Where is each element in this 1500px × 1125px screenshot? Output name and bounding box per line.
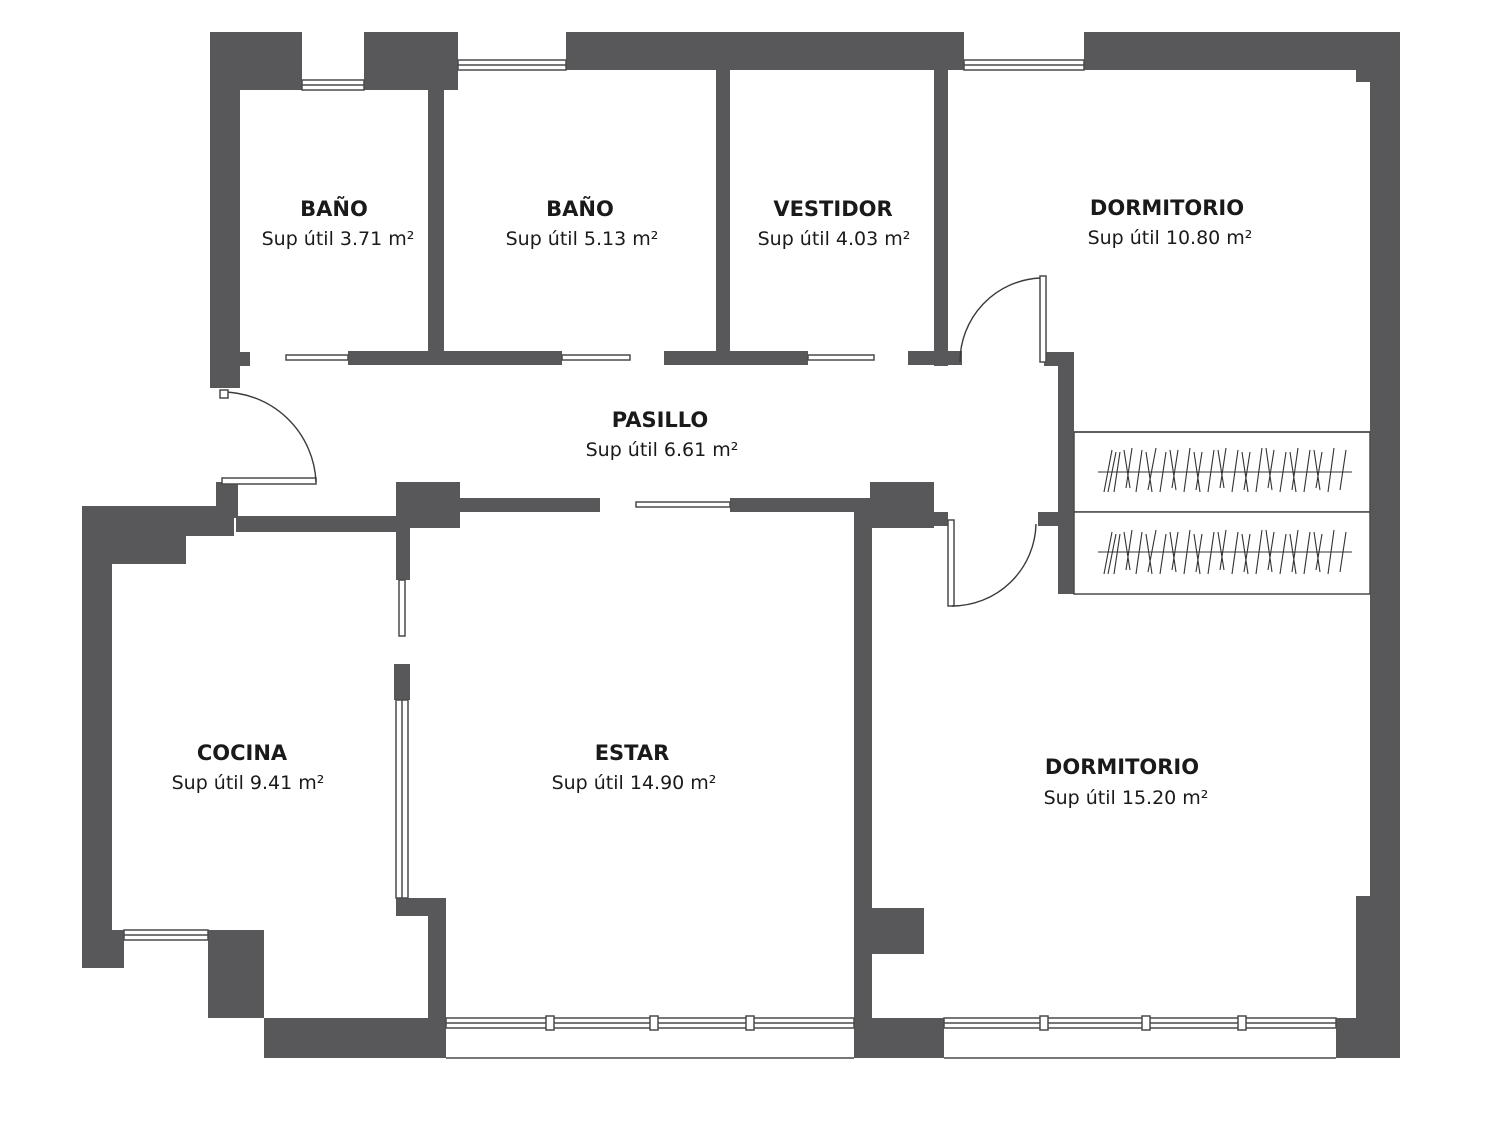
- room-name-vestidor: VESTIDOR: [773, 197, 892, 221]
- room-area-dormitorio-2: Sup útil 15.20 m²: [1044, 787, 1209, 809]
- wardrobe: [1073, 431, 1371, 595]
- room-area-dormitorio-1: Sup útil 10.80 m²: [1088, 227, 1253, 249]
- wall-partition-post: [394, 664, 410, 700]
- wall-left-bath: [210, 32, 240, 388]
- wall-kitchen-bottom-c: [264, 1018, 446, 1058]
- walls: [82, 32, 1400, 1058]
- door-swing-dorm1: [959, 277, 1041, 363]
- wall-kitchen-right-lower: [428, 898, 446, 1058]
- wall-left-bath-stub: [236, 352, 250, 366]
- wall-kitchen-corner: [82, 930, 124, 968]
- wall-top-inner: [428, 70, 444, 352]
- room-name-dormitorio-1: DORMITORIO: [1090, 196, 1244, 220]
- room-name-cocina: COCINA: [197, 741, 288, 765]
- door-swing-entrance: [221, 391, 317, 483]
- room-name-bano-2: BAÑO: [546, 196, 614, 221]
- wall-corr-top-2: [664, 351, 808, 365]
- sliding-door-bath1: [285, 354, 349, 361]
- sliding-doors: [285, 354, 875, 899]
- room-name-pasillo: PASILLO: [612, 408, 709, 432]
- wall-vest-dorm: [934, 70, 948, 366]
- wall-dorm-bottom-left: [854, 1018, 944, 1058]
- room-area-cocina: Sup útil 9.41 m²: [172, 772, 325, 794]
- door-swing-dorm2: [951, 523, 1037, 607]
- sliding-door-estar: [635, 501, 731, 508]
- wall-top-c: [566, 32, 964, 70]
- wall-kitchen-left: [82, 506, 112, 968]
- wall-corr-top-1: [348, 351, 562, 365]
- wall-corr-bottom-1: [236, 516, 400, 532]
- wall-dorm-bottom-right: [1336, 1018, 1400, 1058]
- sliding-door-vest: [807, 354, 875, 361]
- wall-corr-pillar-right: [870, 482, 934, 528]
- room-name-dormitorio-2: DORMITORIO: [1045, 755, 1199, 779]
- sliding-door-kitchen: [398, 579, 406, 637]
- wall-closet-left: [1058, 352, 1074, 594]
- room-area-pasillo: Sup útil 6.61 m²: [586, 439, 739, 461]
- wall-dorm-bump: [854, 908, 924, 954]
- wall-closet-stub-top: [1044, 352, 1074, 366]
- wall-kitchen-bottom-b: [208, 930, 264, 1018]
- door-leaf-dorm2: [947, 519, 955, 607]
- room-area-vestidor: Sup útil 4.03 m²: [758, 228, 911, 250]
- room-name-estar: ESTAR: [595, 741, 670, 765]
- room-labels: BAÑO Sup útil 3.71 m² BAÑO Sup útil 5.13…: [172, 196, 1253, 809]
- wall-kitchen-right-step: [396, 898, 446, 916]
- room-area-estar: Sup útil 14.90 m²: [552, 772, 717, 794]
- wall-right: [1370, 32, 1400, 1058]
- room-area-bano-2: Sup útil 5.13 m²: [506, 228, 659, 250]
- room-name-bano-1: BAÑO: [300, 196, 368, 221]
- wall-kitchen-top-step: [82, 506, 186, 564]
- hinged-doors: [219, 275, 1047, 607]
- wall-corr-stub-right: [932, 512, 948, 526]
- wardrobe-hangers-lower: [1098, 529, 1352, 575]
- wall-pillar-down: [396, 516, 410, 580]
- wall-closet-stub-mid: [1038, 512, 1074, 526]
- room-area-bano-1: Sup útil 3.71 m²: [262, 228, 415, 250]
- wall-corr-bottom-2: [458, 498, 600, 512]
- door-leaf-dorm1: [1039, 275, 1047, 363]
- sliding-door-bath2: [561, 354, 631, 361]
- wall-corr-bottom-3: [730, 498, 870, 512]
- wall-corr-stub-left: [216, 482, 238, 518]
- windows: [123, 59, 1337, 1059]
- door-leaf-entrance: [221, 477, 317, 485]
- wall-corr-top-3: [908, 351, 962, 365]
- wardrobe-hangers-upper: [1098, 447, 1352, 493]
- wall-top-d: [1084, 32, 1400, 70]
- wall-bath-vest: [716, 70, 730, 352]
- wall-estar-dorm: [854, 512, 872, 1058]
